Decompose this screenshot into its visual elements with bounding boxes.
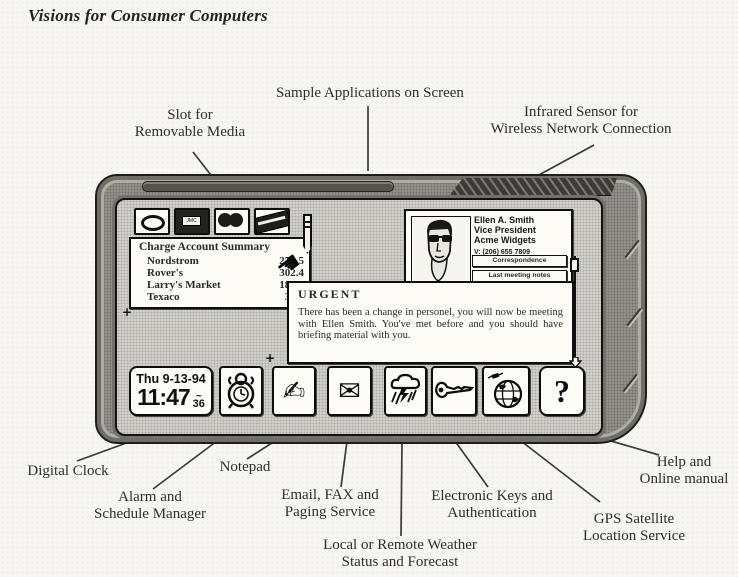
card-tab-circles-icon[interactable] <box>214 208 250 235</box>
label-notepad: Notepad <box>219 459 271 475</box>
credit-card-tabs: JMC <box>134 208 290 235</box>
label-digital-clock: Digital Clock <box>27 463 109 479</box>
clock-time: 11:47 <box>137 384 191 410</box>
alarm-clock-icon <box>227 372 255 409</box>
gps-location-button[interactable] <box>482 366 530 416</box>
label-removable-media-slot: Slot for Removable Media <box>134 107 246 140</box>
bezel-notch <box>624 239 640 259</box>
label-sample-applications: Sample Applications on Screen <box>276 85 464 101</box>
electronic-keys-button[interactable] <box>431 366 477 416</box>
label-infrared-sensor: Infrared Sensor for Wireless Network Con… <box>490 104 672 137</box>
correspondence-button[interactable]: Correspondence <box>472 255 567 267</box>
clock-date: Thu 9-13-94 <box>136 372 206 386</box>
label-alarm-schedule: Alarm and Schedule Manager <box>93 489 207 522</box>
urgent-title: URGENT <box>298 287 362 301</box>
clock-seconds: ~ 36 <box>192 391 205 410</box>
scroll-down-arrow-icon[interactable] <box>569 357 582 368</box>
urgent-alert-window: URGENT There has been a change in person… <box>287 281 574 364</box>
page-title: Visions for Consumer Computers <box>28 6 268 25</box>
question-mark-icon: ? <box>554 373 570 409</box>
notepad-button[interactable]: ✍ <box>272 366 316 416</box>
contact-name: Ellen A. Smith <box>474 215 535 225</box>
move-handle-icon[interactable]: + <box>122 305 133 319</box>
card-tab-jmc-icon[interactable]: JMC <box>174 208 210 235</box>
charge-window-title: Charge Account Summary <box>139 241 270 253</box>
stylus-icon <box>303 214 312 254</box>
card-tab-tilted-icon[interactable] <box>254 208 290 235</box>
alarm-schedule-button[interactable] <box>219 366 263 416</box>
card-tab-oval-icon[interactable] <box>134 208 170 235</box>
envelope-icon: ✉ <box>338 375 361 407</box>
key-icon <box>435 381 474 399</box>
contact-voice-number: V: (206) 655 7809 <box>474 249 531 256</box>
charge-row: Larry's Market189.2 <box>147 279 304 291</box>
urgent-message: There has been a change in personel, you… <box>298 307 563 341</box>
bezel-notch <box>626 307 642 327</box>
storm-cloud-icon <box>390 373 420 405</box>
globe-satellite-icon <box>487 372 523 409</box>
removable-media-slot <box>142 181 394 192</box>
writing-hand-icon: ✍ <box>282 375 306 407</box>
label-email-fax-paging: Email, FAX and Paging Service <box>281 487 379 520</box>
scrollbar[interactable] <box>569 256 582 368</box>
digital-clock-panel[interactable]: Thu 9-13-94 11:47 ~ 36 <box>129 366 213 416</box>
contact-company: Acme Widgets <box>474 235 536 245</box>
move-handle-icon[interactable]: + <box>265 351 276 365</box>
label-gps: GPS Satellite Location Service <box>582 511 686 544</box>
label-weather: Local or Remote Weather Status and Forec… <box>323 537 477 570</box>
scrollbar-thumb[interactable] <box>570 258 579 272</box>
infrared-sensor-window <box>449 178 617 196</box>
clock-time-row: 11:47 ~ 36 <box>137 384 205 410</box>
charge-row: Texaco32.0 <box>147 291 304 303</box>
scrollbar-track[interactable] <box>574 256 576 366</box>
email-fax-button[interactable]: ✉ <box>327 366 372 416</box>
weather-button[interactable] <box>384 366 427 416</box>
bezel-notch <box>622 373 638 393</box>
help-button[interactable]: ? <box>539 366 585 416</box>
label-electronic-keys: Electronic Keys and Authentication <box>431 488 553 521</box>
label-help: Help and Online manual <box>639 454 729 487</box>
contact-title: Vice President <box>474 225 536 235</box>
